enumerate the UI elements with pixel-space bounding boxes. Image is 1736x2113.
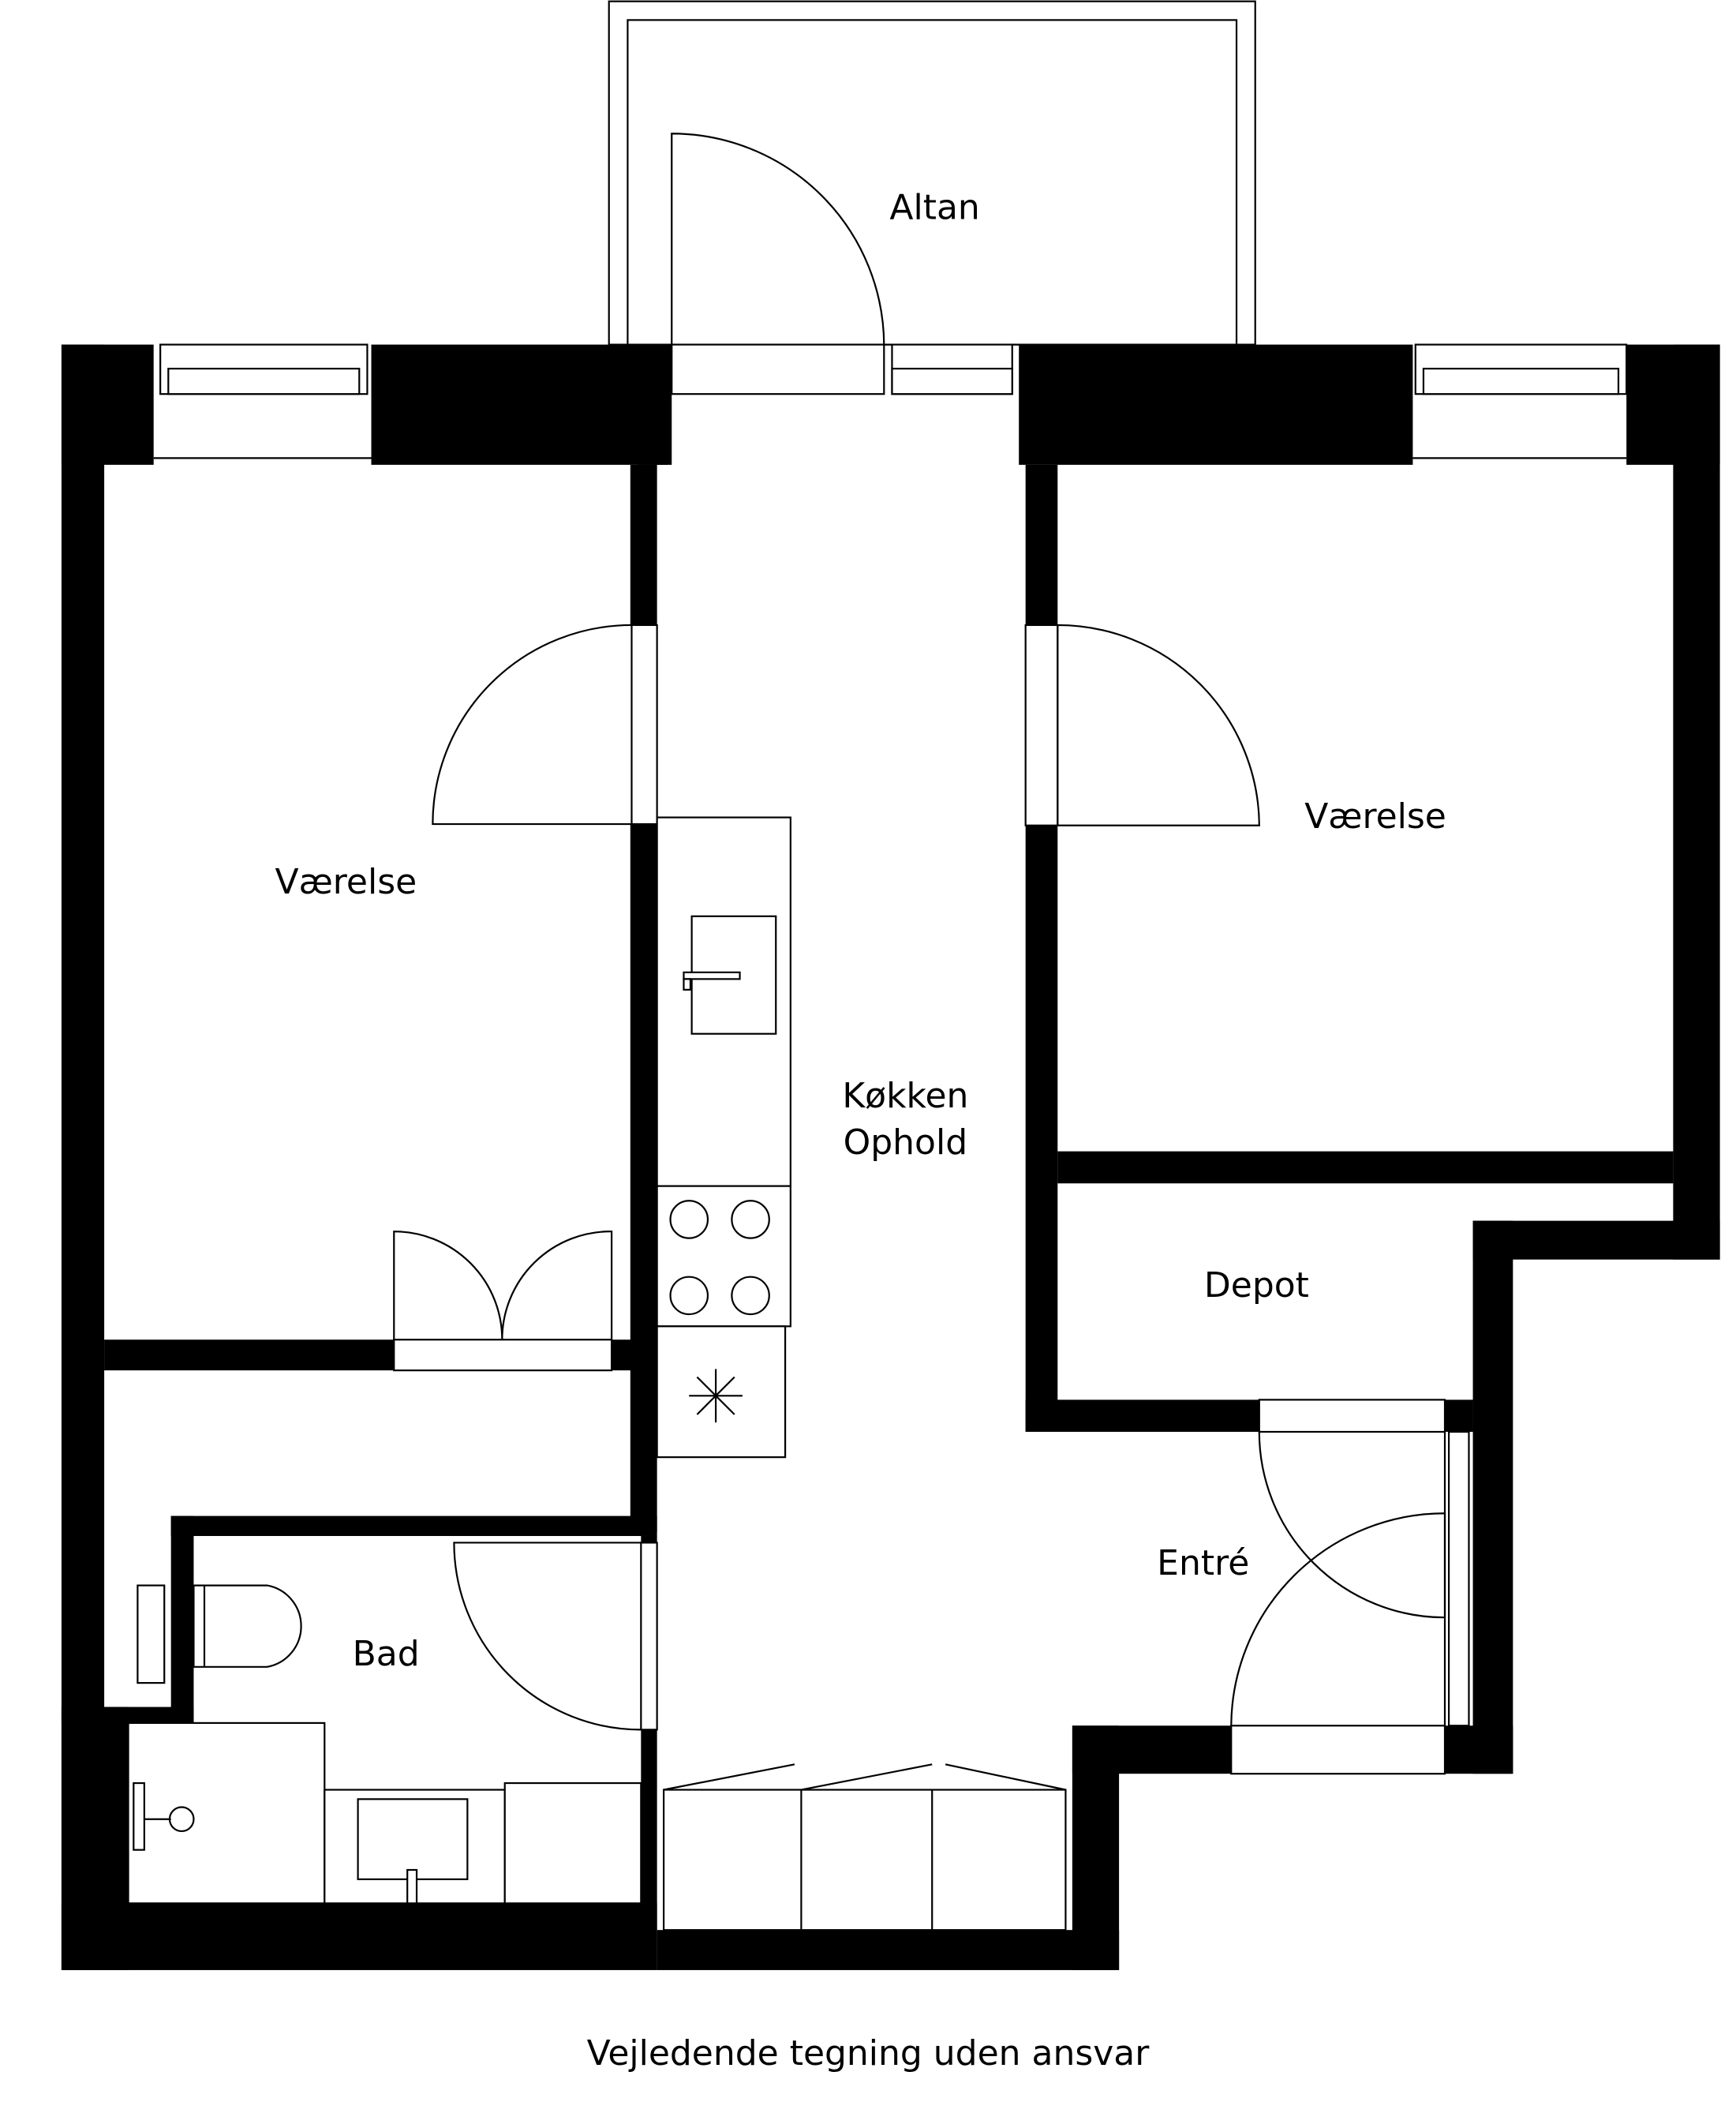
room-label-bedroom-right: Værelse	[1304, 796, 1446, 837]
room-label-bedroom-left: Værelse	[275, 862, 417, 902]
walls	[61, 344, 1720, 1970]
room-label-balcony: Altan	[889, 188, 979, 228]
wardrobe	[662, 1763, 1067, 1931]
room-label-living: Ophold	[844, 1122, 967, 1163]
room-label-bathroom: Bad	[353, 1634, 420, 1674]
bathroom-fixtures	[127, 1584, 642, 1905]
room-label-entrance: Entré	[1157, 1543, 1249, 1583]
room-label-storage: Depot	[1204, 1265, 1309, 1306]
doors	[393, 133, 1470, 1775]
windows	[153, 343, 1628, 459]
balcony	[608, 0, 1256, 346]
disclaimer-footer: Vejledende tegning uden ansvar	[587, 2033, 1150, 2074]
room-label-kitchen: Køkken	[842, 1076, 968, 1116]
kitchen-fixtures	[656, 816, 791, 1459]
